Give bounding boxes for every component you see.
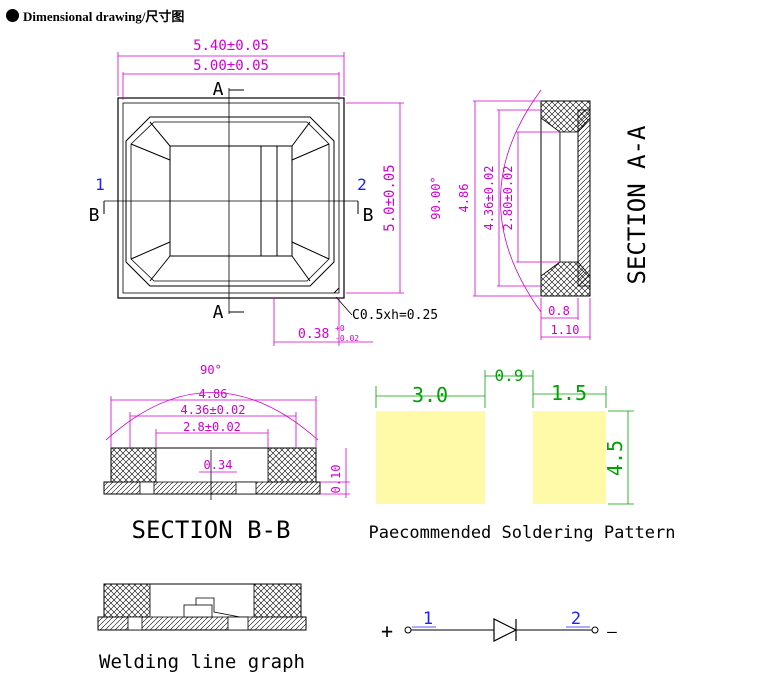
welding-wire xyxy=(195,597,241,618)
dim-outer-width: 5.40±0.05 xyxy=(193,38,269,54)
bb-dim1: 4.86 xyxy=(199,387,228,401)
aa-dim3: 2.80±0.02 xyxy=(501,165,515,230)
diode-symbol xyxy=(493,618,518,642)
aa-dim-bottom2: 1.10 xyxy=(551,323,580,337)
aa-dim1: 4.86 xyxy=(457,184,471,213)
schematic-plus: + xyxy=(381,619,393,643)
section-a-bottom: A xyxy=(213,302,224,323)
solder-pad-right xyxy=(533,411,606,504)
aa-angle: 90.00° xyxy=(429,176,443,219)
schematic-pin1: 1 xyxy=(423,609,433,629)
solder-dim-gap: 0.9 xyxy=(495,366,524,385)
section-aa: 90.00° 4.86 4.36±0.02 2.80±0.02 0.8 1.10… xyxy=(429,89,651,340)
lens-outer xyxy=(125,116,335,287)
solder-pad-left xyxy=(376,411,485,504)
dim-height: 5.0±0.05 xyxy=(382,164,398,231)
package-outline xyxy=(117,97,345,299)
schematic-minus: — xyxy=(607,622,617,641)
section-aa-label: SECTION A-A xyxy=(623,125,651,284)
bb-dim-height: 0.10 xyxy=(329,465,343,494)
welding-label: Welding line graph xyxy=(99,651,305,673)
section-bb: 90° 4.86 4.36±0.02 2.8±0.02 0.34 0.10 SE… xyxy=(103,363,350,544)
top-view: 5.40±0.05 5.00±0.05 5.0±0.05 0.38 +0 -0.… xyxy=(89,38,438,346)
section-a-top: A xyxy=(213,79,224,100)
header: Dimensional drawing/尺寸图 xyxy=(6,6,184,24)
pin1-label: 1 xyxy=(95,175,105,194)
schematic-pin2: 2 xyxy=(571,609,581,629)
led-schematic: + — 1 2 xyxy=(381,609,617,643)
pin2-label: 2 xyxy=(357,175,367,194)
solder-dim-height: 4.5 xyxy=(603,440,627,476)
bb-dim3: 2.8±0.02 xyxy=(183,420,241,434)
bb-substrate xyxy=(103,481,321,495)
section-b-left: B xyxy=(89,205,100,226)
bb-right-wall xyxy=(267,447,317,483)
dim-small-tol-minus: -0.02 xyxy=(335,334,359,343)
aa-dim-bottom1: 0.8 xyxy=(548,304,570,318)
chamfer-note: C0.5xh=0.25 xyxy=(352,308,438,323)
dim-inner-width: 5.00±0.05 xyxy=(193,58,269,74)
section-bb-label: SECTION B-B xyxy=(132,516,291,544)
solder-dim-left: 3.0 xyxy=(412,383,448,407)
solder-pattern-label: Paecommended Soldering Pattern xyxy=(368,523,675,543)
solder-pattern: 3.0 0.9 1.5 4.5 Paecommended Soldering P… xyxy=(368,366,675,543)
aa-dim2: 4.36±0.02 xyxy=(482,165,496,230)
welding-chip xyxy=(183,604,213,618)
bullet-icon xyxy=(6,8,19,22)
bb-angle: 90° xyxy=(200,363,222,377)
dim-small: 0.38 xyxy=(298,327,329,342)
bb-left-wall xyxy=(110,447,157,483)
page-title: Dimensional drawing/尺寸图 xyxy=(23,8,185,24)
bb-dim2: 4.36±0.02 xyxy=(180,403,245,417)
solder-dim-right: 1.5 xyxy=(551,381,587,405)
bb-dim4: 0.34 xyxy=(204,458,233,472)
welding-graph: Welding line graph xyxy=(97,583,307,673)
dim-small-tol-plus: +0 xyxy=(335,324,345,333)
section-b-right: B xyxy=(363,205,374,226)
